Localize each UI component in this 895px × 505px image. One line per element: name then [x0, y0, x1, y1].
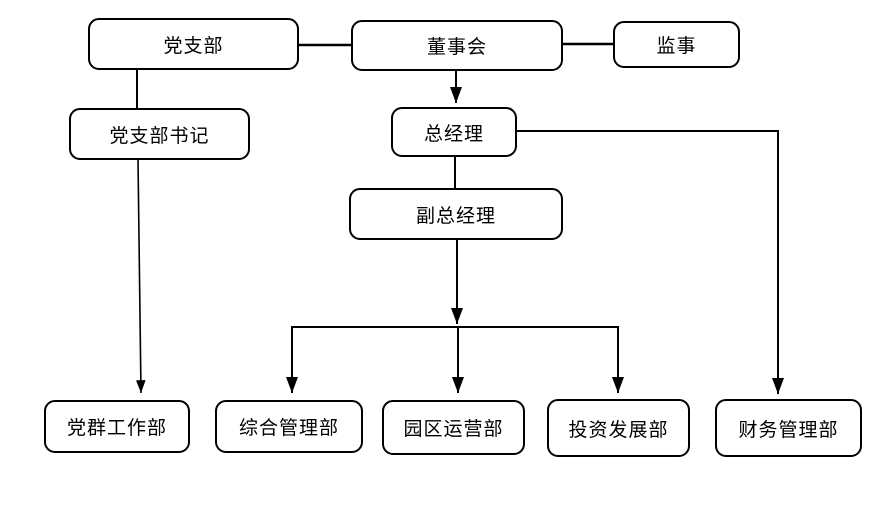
node-finance-management-dept: 财务管理部 — [715, 399, 862, 457]
node-investment-development-dept: 投资发展部 — [547, 399, 690, 457]
node-party-branch-secretary: 党支部书记 — [69, 108, 250, 160]
node-supervisor: 监事 — [613, 21, 740, 68]
node-board-of-directors: 董事会 — [351, 20, 563, 71]
edge-secretary-party-mass-dept — [136, 159, 146, 394]
node-general-manager: 总经理 — [391, 107, 517, 157]
node-general-management-dept: 综合管理部 — [215, 400, 363, 453]
node-park-operations-dept: 园区运营部 — [382, 400, 525, 455]
node-party-mass-work-dept: 党群工作部 — [44, 400, 190, 453]
node-party-branch: 党支部 — [88, 18, 299, 70]
edge-general-manager-finance-dept — [517, 130, 784, 394]
node-deputy-general-manager: 副总经理 — [349, 188, 563, 240]
